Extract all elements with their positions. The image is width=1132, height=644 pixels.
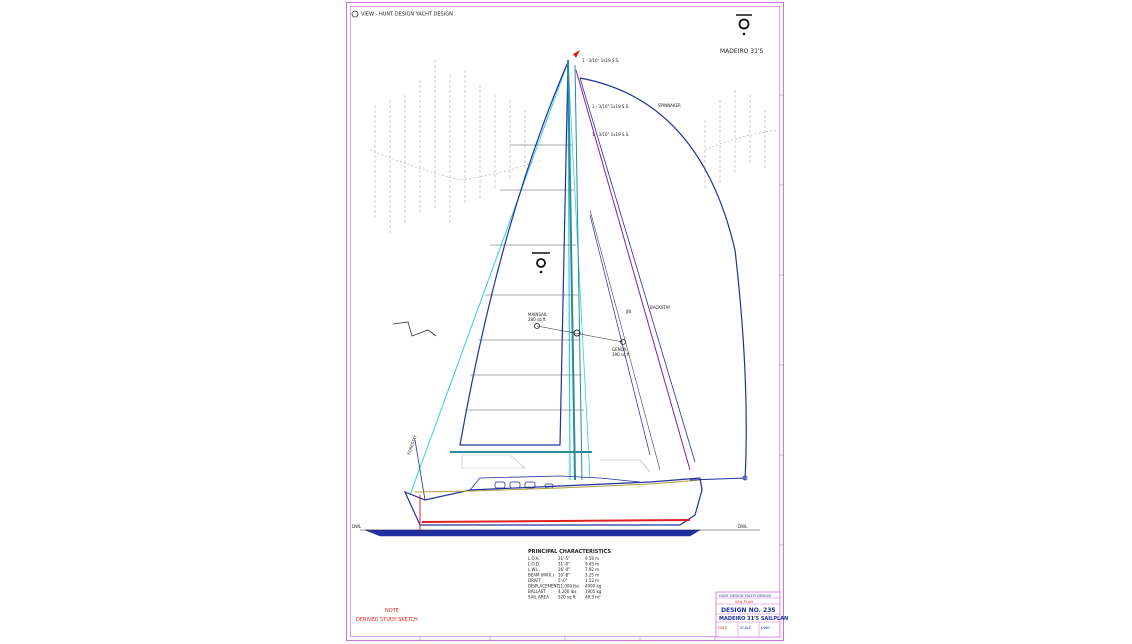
mainsail-logo-icon bbox=[532, 252, 550, 274]
genoa-label: GENOA bbox=[612, 347, 627, 352]
hull bbox=[403, 477, 703, 526]
characteristic-metric: 3.25 m bbox=[585, 573, 599, 578]
bowsprit bbox=[689, 477, 746, 481]
genoa-sail bbox=[459, 61, 569, 446]
characteristic-imperial: 10'-8" bbox=[558, 573, 570, 578]
top-right-logo-icon bbox=[736, 14, 752, 36]
mainsail-area: 280 sq ft bbox=[528, 317, 546, 322]
title-block-row1: HUNT DESIGN YACHT DESIGN bbox=[719, 594, 771, 598]
mainsail-battens bbox=[465, 144, 584, 411]
mast-label-1: 1 - 3/16" 1x19 S.S. bbox=[582, 58, 620, 63]
portholes bbox=[494, 481, 554, 489]
forestay-line bbox=[409, 61, 569, 496]
note-title: NOTE bbox=[385, 608, 399, 614]
staysail-leech bbox=[589, 214, 651, 456]
title-block: HUNT DESIGN YACHT DESIGN SAIL PLAN DESIG… bbox=[715, 591, 788, 638]
characteristic-imperial: 4,200 lbs bbox=[558, 589, 576, 594]
deck-line bbox=[414, 479, 701, 493]
characteristic-metric: 1905 kg bbox=[585, 589, 602, 594]
characteristic-name: DRAFT bbox=[528, 578, 542, 583]
mast-label-2: 1 - 3/16" 1x19 S.S. bbox=[592, 104, 630, 109]
dwl-left: DWL bbox=[352, 524, 362, 529]
title-block-scale: SCALE bbox=[740, 626, 751, 630]
title-block-date: DATE bbox=[718, 626, 727, 630]
characteristics-title: PRINCIPAL CHARACTERISTICS bbox=[528, 549, 611, 555]
characteristic-name: L.W.L. bbox=[528, 567, 540, 572]
border-ticks bbox=[419, 94, 784, 641]
jib-label: JIB bbox=[625, 309, 631, 314]
characteristic-imperial: 26'-0" bbox=[558, 567, 570, 572]
wave-squiggle bbox=[392, 321, 437, 337]
dwl-right: DWL bbox=[738, 524, 748, 529]
characteristic-imperial: 31'-5" bbox=[558, 556, 570, 561]
title-block-row3: DESIGN NO. 235 bbox=[721, 607, 776, 614]
mainsail-label: MAINSAIL bbox=[528, 312, 548, 317]
principal-characteristics-table: PRINCIPAL CHARACTERISTICS L.O.A. 31'-5" 9.… bbox=[528, 549, 611, 600]
drawing-sheet-inner-border bbox=[350, 6, 780, 637]
cabin-top bbox=[469, 475, 641, 491]
jib-stay bbox=[575, 69, 691, 471]
spinnaker-sail bbox=[579, 77, 747, 481]
characteristic-metric: 7.92 m bbox=[585, 567, 599, 572]
header-credit: VIEW - HUNT DESIGN YACHT DESIGN bbox=[361, 12, 453, 18]
characteristic-imperial: 520 sq ft bbox=[558, 595, 576, 600]
waterline-hull-bottom bbox=[364, 529, 701, 537]
horizon-sketch-left bbox=[369, 149, 541, 181]
spinnaker-label: SPINNAKER bbox=[658, 103, 681, 108]
bow-pulpit bbox=[414, 439, 426, 501]
horizon-sketch-right bbox=[704, 129, 779, 151]
characteristic-name: L.O.D. bbox=[528, 562, 540, 567]
masthead-flag-icon bbox=[573, 50, 580, 58]
characteristic-name: BALLAST bbox=[528, 589, 546, 594]
top-right-title: MADEIRO 31'5 bbox=[720, 48, 764, 55]
dodger bbox=[461, 454, 526, 469]
mast-aft-edge bbox=[574, 64, 583, 481]
characteristic-metric: 1.52 m bbox=[585, 578, 599, 583]
characteristic-name: DISPLACEMENT bbox=[528, 584, 559, 589]
title-block-dwg: DWG bbox=[761, 626, 770, 630]
title-block-row2: SAIL PLAN bbox=[735, 600, 753, 604]
centre-of-effort-markers bbox=[534, 323, 626, 345]
bowsprit-end-icon bbox=[742, 475, 748, 481]
mast bbox=[567, 59, 576, 481]
title-block-row4: MADEIRO 31'5 SAILPLAN bbox=[719, 616, 788, 622]
genoa-area: 390 sq ft bbox=[612, 352, 630, 357]
note-text: DERIVED STUDY SKETCH bbox=[356, 617, 418, 623]
characteristic-metric: 9.58 m bbox=[585, 556, 599, 561]
forestay-label: FORESTAY bbox=[406, 434, 418, 455]
bootstripe bbox=[421, 519, 691, 523]
characteristic-imperial: 5'-0" bbox=[558, 578, 568, 583]
mast-label-3: 1 - 3/16" 1x19 S.S. bbox=[592, 132, 630, 137]
characteristic-imperial: 11,000 lbs bbox=[558, 584, 579, 589]
header-logo-icon bbox=[351, 10, 359, 18]
background-sketch-lines bbox=[374, 60, 766, 235]
shroud-cyan-line bbox=[567, 61, 591, 479]
characteristic-metric: 9.45 m bbox=[585, 562, 599, 567]
spinnaker-luff bbox=[579, 77, 696, 463]
characteristic-imperial: 31'-0" bbox=[558, 562, 570, 567]
characteristic-metric: 4990 kg bbox=[585, 584, 602, 589]
characteristic-metric: 48.3 m² bbox=[585, 595, 601, 600]
backstay-label: BACKSTAY bbox=[650, 305, 671, 310]
characteristic-name: L.O.A. bbox=[528, 556, 540, 561]
characteristic-name: SAIL AREA bbox=[528, 595, 549, 600]
bimini bbox=[600, 459, 651, 473]
characteristic-name: BEAM (MAX.) bbox=[528, 573, 554, 578]
